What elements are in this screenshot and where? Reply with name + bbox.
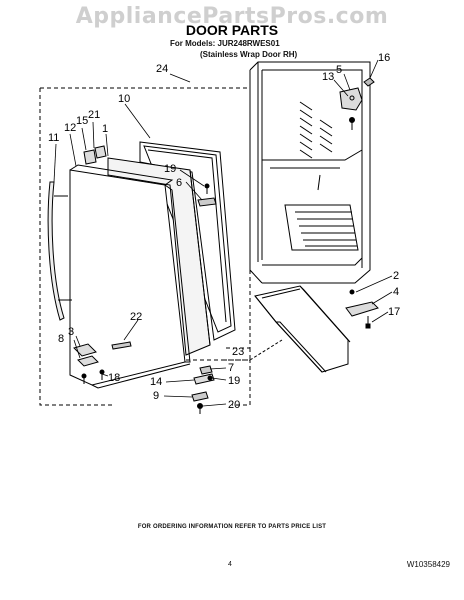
model-info: For Models: JUR248RWES01 (Stainless Wrap… <box>170 38 297 60</box>
callout-14: 14 <box>150 376 162 388</box>
callout-12: 12 <box>64 122 76 134</box>
callout-3: 3 <box>68 326 74 338</box>
callout-18: 18 <box>108 372 120 384</box>
cabinet-frame <box>249 61 371 284</box>
door-handle <box>47 181 72 321</box>
callout-11: 11 <box>48 132 59 144</box>
callout-16: 16 <box>378 52 390 64</box>
callout-8: 8 <box>58 333 64 345</box>
callout-4: 4 <box>393 286 399 298</box>
callout-15: 15 <box>76 115 88 127</box>
outer-door-panel <box>69 164 191 389</box>
callout-21: 21 <box>88 109 100 121</box>
door-bin <box>254 285 351 373</box>
variant-line: (Stainless Wrap Door RH) <box>200 50 298 59</box>
watermark: AppliancePartsPros.com <box>75 4 389 29</box>
door-assembly-outline-left <box>39 88 115 406</box>
callout-23: 23 <box>232 346 244 358</box>
leader-lines <box>53 59 393 407</box>
callout-7: 7 <box>228 362 234 374</box>
callout-17: 17 <box>388 306 400 318</box>
callout-19-bottom: 19 <box>228 375 240 387</box>
small-hardware <box>191 365 215 414</box>
ordering-note: FOR ORDERING INFORMATION REFER TO PARTS … <box>137 524 327 530</box>
page-title: DOOR PARTS <box>185 22 279 38</box>
bottom-door-hinge <box>73 343 105 384</box>
callout-9: 9 <box>153 390 159 402</box>
page-number: 4 <box>228 561 232 568</box>
callout-6: 6 <box>176 177 182 189</box>
gasket-screw <box>197 183 217 207</box>
callout-5: 5 <box>336 64 342 76</box>
callout-13: 13 <box>322 71 334 83</box>
callout-19-top: 19 <box>164 163 176 175</box>
callout-20: 20 <box>228 399 240 411</box>
top-brackets <box>83 145 107 165</box>
callout-1: 1 <box>102 123 108 135</box>
callout-22: 22 <box>130 311 142 323</box>
bottom-hinge <box>345 289 379 329</box>
leader-23 <box>249 339 283 361</box>
top-hinge <box>339 77 375 130</box>
callout-2: 2 <box>393 270 399 282</box>
document-id: W10358429 <box>406 560 450 569</box>
callout-10: 10 <box>118 93 130 105</box>
models-line: For Models: JUR248RWES01 <box>170 39 280 48</box>
callout-24: 24 <box>156 63 168 75</box>
